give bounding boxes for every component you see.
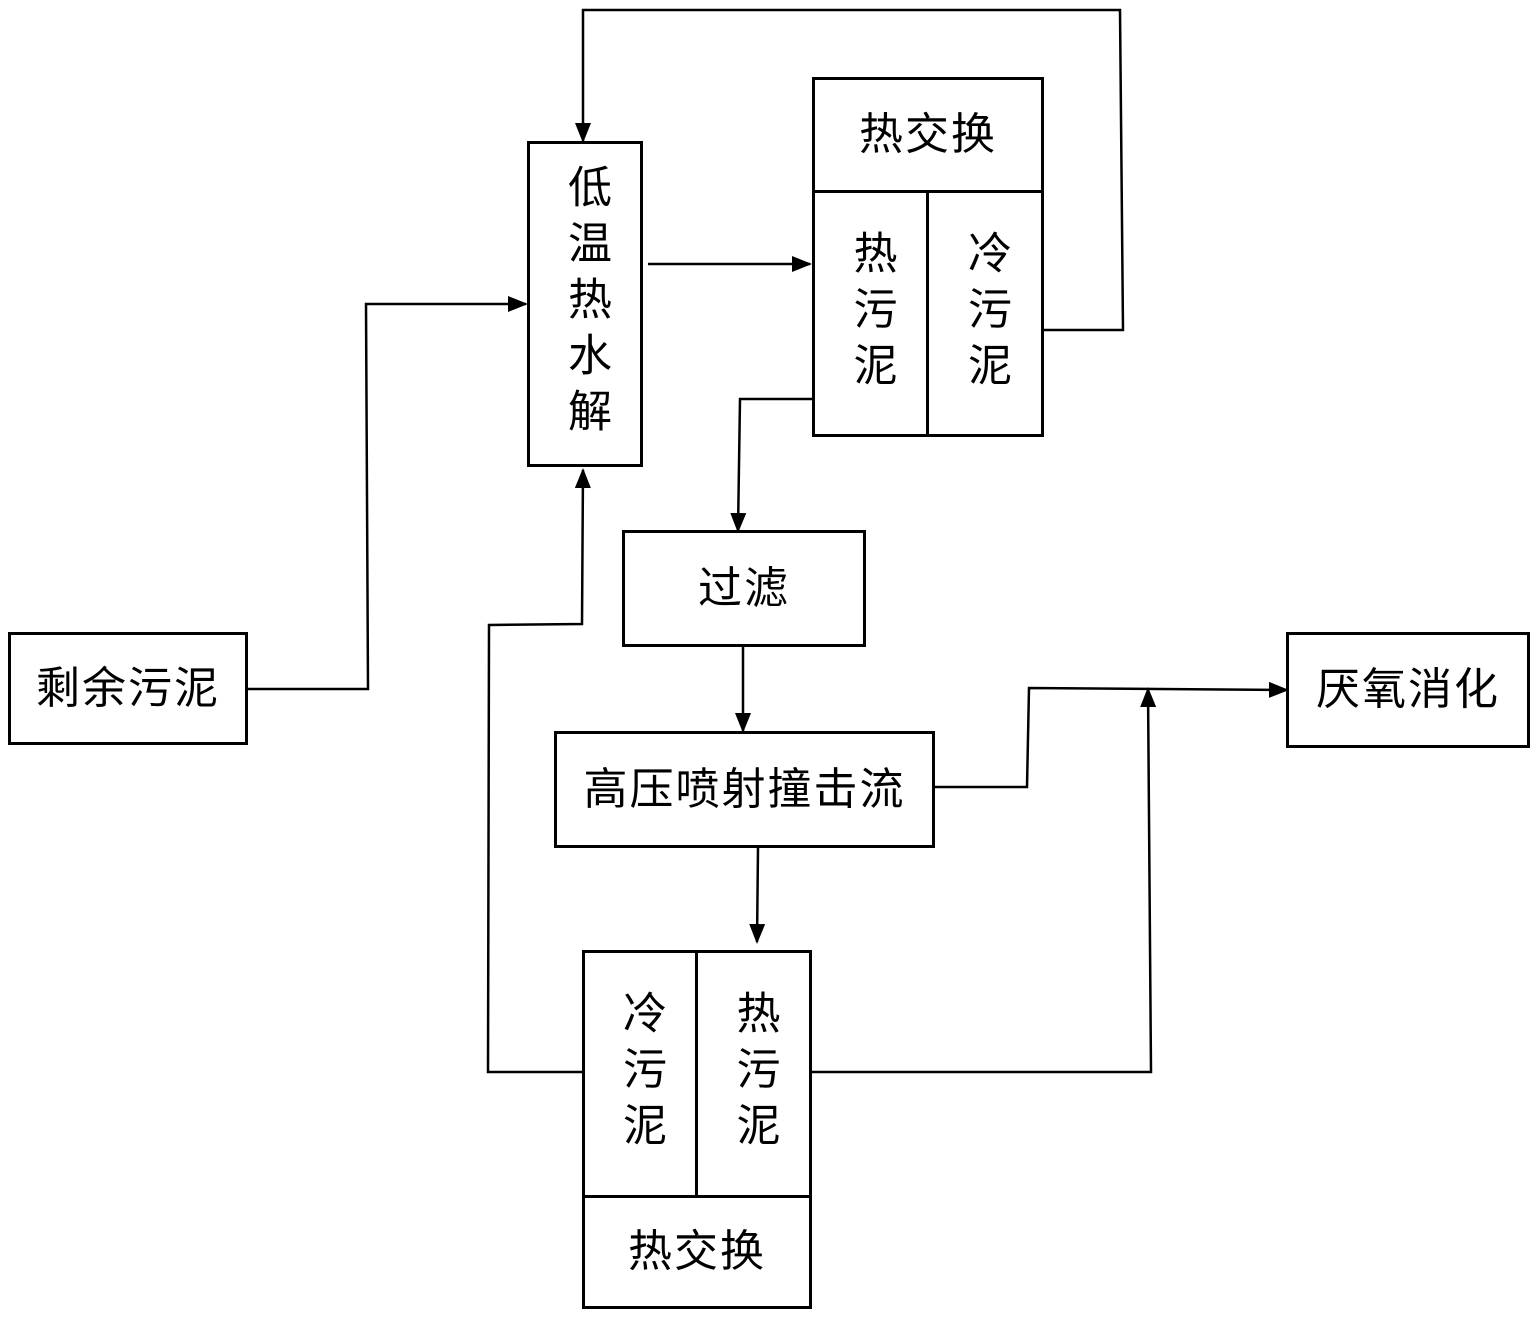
- heat-exchanger-top: 热交换 热污泥 冷污泥: [812, 77, 1044, 437]
- filtration-label: 过滤: [698, 562, 790, 614]
- heat-exchanger-bottom-title: 热交换: [628, 1226, 766, 1277]
- filtration-box: 过滤: [622, 530, 866, 647]
- heat-exchanger-top-cold-label: 冷污泥: [960, 229, 1011, 398]
- high-pressure-jet-box: 高压喷射撞击流: [554, 731, 935, 848]
- heat-exchanger-bottom-title-cell: 热交换: [585, 1195, 809, 1306]
- heat-exchanger-top-title: 热交换: [859, 109, 997, 160]
- arrow-jet-to-anaerobic: [935, 681, 1289, 789]
- low-temp-hydrolysis-label: 低温热水解: [560, 164, 611, 444]
- arrow-heat-exchange-to-filtration: [730, 397, 812, 533]
- anaerobic-digestion-label: 厌氧消化: [1316, 664, 1500, 715]
- heat-exchanger-bottom-cold-cell: 冷污泥: [585, 953, 698, 1195]
- heat-exchanger-top-hot-label: 热污泥: [845, 229, 897, 398]
- heat-exchanger-bottom-hot-cell: 热污泥: [698, 953, 809, 1195]
- arrow-jet-to-bottom-heat-exchange: [749, 847, 766, 944]
- anaerobic-digestion-box: 厌氧消化: [1286, 632, 1530, 748]
- heat-exchanger-bottom-cold-label: 冷污泥: [615, 990, 666, 1158]
- arrow-bottom-cold-to-hydrolysis: [486, 468, 591, 1074]
- high-pressure-jet-label: 高压喷射撞击流: [583, 763, 906, 815]
- heat-exchanger-top-title-cell: 热交换: [815, 80, 1041, 193]
- heat-exchanger-top-hot-cell: 热污泥: [815, 193, 929, 434]
- surplus-sludge-label: 剩余污泥: [36, 662, 220, 714]
- arrow-surplus-to-hydrolysis: [248, 296, 528, 691]
- arrow-bottom-hot-to-junction: [812, 687, 1157, 1074]
- low-temp-hydrolysis-box: 低温热水解: [527, 141, 643, 467]
- surplus-sludge-box: 剩余污泥: [8, 632, 248, 745]
- heat-exchanger-bottom-hot-label: 热污泥: [728, 990, 780, 1158]
- arrow-cold-loop-to-hydrolysis: [575, 8, 1125, 332]
- heat-exchanger-bottom: 冷污泥 热污泥 热交换: [582, 950, 812, 1309]
- heat-exchanger-top-cold-cell: 冷污泥: [929, 193, 1041, 434]
